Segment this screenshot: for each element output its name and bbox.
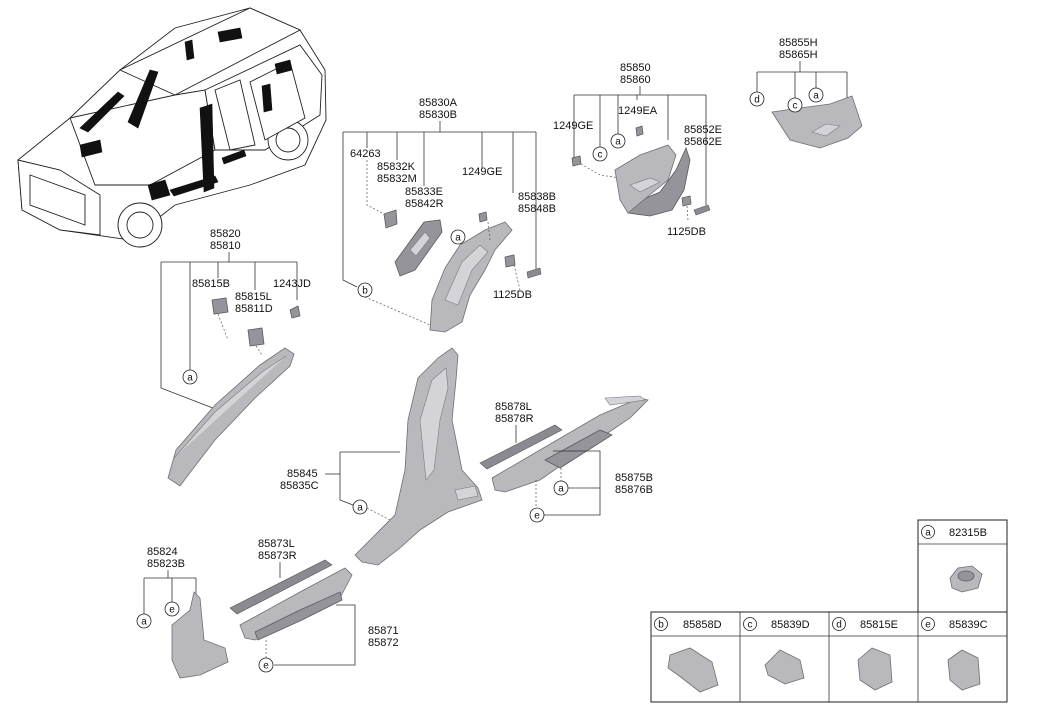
callout-85838B: 85838B: [518, 191, 556, 203]
callout-85815B: 85815B: [192, 278, 230, 290]
svg-text:a: a: [455, 233, 461, 244]
svg-text:d: d: [836, 620, 842, 631]
callout-85820: 85820: [210, 228, 241, 240]
b-pillar-lower-trim: [354, 347, 483, 566]
svg-text:a: a: [187, 373, 193, 384]
svg-text:d: d: [754, 95, 760, 106]
legend-part-85839C: 85839C: [949, 619, 988, 631]
callout-85872: 85872: [368, 637, 399, 649]
bolt-1243JD: [289, 305, 301, 319]
callout-1243JD: 1243JD: [273, 278, 311, 290]
clip-85858D-icon: [667, 647, 719, 693]
svg-text:c: c: [793, 101, 798, 112]
callout-85878R: 85878R: [495, 413, 534, 425]
clip-85839C-icon: [947, 649, 981, 691]
b-pillar-lower-group: 85845 85835C a: [280, 347, 483, 566]
callout-85873R: 85873R: [258, 550, 297, 562]
svg-text:a: a: [925, 528, 931, 539]
svg-text:a: a: [141, 617, 147, 628]
screw-1249GE-c: [571, 155, 582, 167]
front-scuff-strip: [229, 559, 333, 615]
c-pillar-trim: [627, 146, 691, 217]
screw-1249GE: [478, 211, 488, 223]
callout-1249GE-b: 1249GE: [462, 166, 502, 178]
front-scuff-group: 85873L 85873R 85871 85872 e: [229, 538, 399, 673]
part-85838B: [526, 267, 542, 279]
callout-1125DB-b: 1125DB: [493, 289, 532, 301]
callout-85878L: 85878L: [495, 401, 532, 413]
callout-1249GE-c: 1249GE: [553, 120, 593, 132]
d-pillar-trim: [771, 95, 863, 149]
callout-85865H: 85865H: [779, 49, 818, 61]
callout-85810: 85810: [210, 240, 241, 252]
svg-text:a: a: [357, 503, 363, 514]
callout-85815L: 85815L: [235, 291, 272, 303]
callout-85875B: 85875B: [615, 472, 653, 484]
callout-85873L: 85873L: [258, 538, 295, 550]
callout-85871: 85871: [368, 625, 399, 637]
callout-85824: 85824: [147, 546, 178, 558]
clip-85839D-icon: [764, 649, 805, 685]
svg-text:e: e: [169, 605, 175, 616]
callout-85855H: 85855H: [779, 37, 818, 49]
callout-1125DB-c: 1125DB: [667, 226, 706, 238]
callout-85835C: 85835C: [280, 480, 319, 492]
rear-scuff-group: 85878L 85878R 85875B 85876B a e: [479, 395, 653, 523]
callout-85850: 85850: [620, 62, 651, 74]
callout-85842R: 85842R: [405, 198, 444, 210]
a-pillar-group: 85820 85810 85815B 85815L 85811D 1243JD …: [160, 228, 311, 487]
svg-text:c: c: [598, 150, 603, 161]
b-pillar-upper-trim: [429, 221, 513, 333]
c-pillar-group: 85850 85860 1249GE 1249EA 85852E 85862E …: [553, 62, 722, 238]
cowl-group: 85824 85823B a e: [136, 546, 229, 679]
c-pillar-panel: [614, 144, 677, 214]
legend-part-85839D: 85839D: [771, 619, 810, 631]
nut-1125DB-b: [504, 254, 516, 268]
legend-part-85858D: 85858D: [683, 619, 722, 631]
svg-text:a: a: [813, 91, 819, 102]
callout-85862E: 85862E: [684, 136, 722, 148]
callout-85811D: 85811D: [235, 303, 273, 315]
svg-text:a: a: [615, 137, 621, 148]
nut-1125DB-c: [681, 195, 692, 207]
callout-64263: 64263: [350, 148, 381, 160]
callout-85845: 85845: [287, 468, 318, 480]
svg-text:e: e: [925, 620, 931, 631]
b-pillar-upper-group: 85830A 85830B 64263 85832K 85832M 85833E…: [342, 97, 556, 333]
clip-85815L: [247, 327, 265, 347]
callout-85830A: 85830A: [419, 97, 458, 109]
rear-scuff-plate: [491, 397, 649, 493]
fastener-legend: a 82315B b 85858D c 85839D d 85815E e 85…: [650, 519, 1008, 703]
rear-scuff-strip: [479, 424, 563, 470]
callout-85830B: 85830B: [419, 109, 457, 121]
part-85852E: [693, 204, 711, 216]
callout-85848B: 85848B: [518, 203, 556, 215]
callout-85876B: 85876B: [615, 484, 653, 496]
callout-1249EA: 1249EA: [618, 105, 658, 117]
cowl-side-trim: [171, 591, 229, 679]
legend-part-85815E: 85815E: [860, 619, 898, 631]
clip-85815E-icon: [857, 647, 893, 691]
bolt-64263: [383, 209, 398, 229]
callout-85833E: 85833E: [405, 186, 443, 198]
svg-text:a: a: [558, 484, 564, 495]
callout-85852E: 85852E: [684, 124, 722, 136]
callout-85823B: 85823B: [147, 558, 185, 570]
vehicle-illustration: [17, 7, 327, 248]
callout-85832K: 85832K: [377, 161, 416, 173]
svg-text:b: b: [658, 620, 664, 631]
svg-text:c: c: [748, 620, 753, 631]
d-pillar-group: 85855H 85865H d c a: [749, 37, 863, 149]
svg-text:b: b: [362, 286, 368, 297]
callout-85860: 85860: [620, 74, 651, 86]
legend-part-82315B: 82315B: [949, 527, 987, 539]
svg-text:e: e: [534, 511, 540, 522]
callout-85832M: 85832M: [377, 173, 417, 185]
svg-text:e: e: [263, 661, 269, 672]
clip-85815B: [211, 297, 229, 315]
a-pillar-trim: [167, 347, 295, 487]
screw-1249EA: [635, 125, 644, 137]
